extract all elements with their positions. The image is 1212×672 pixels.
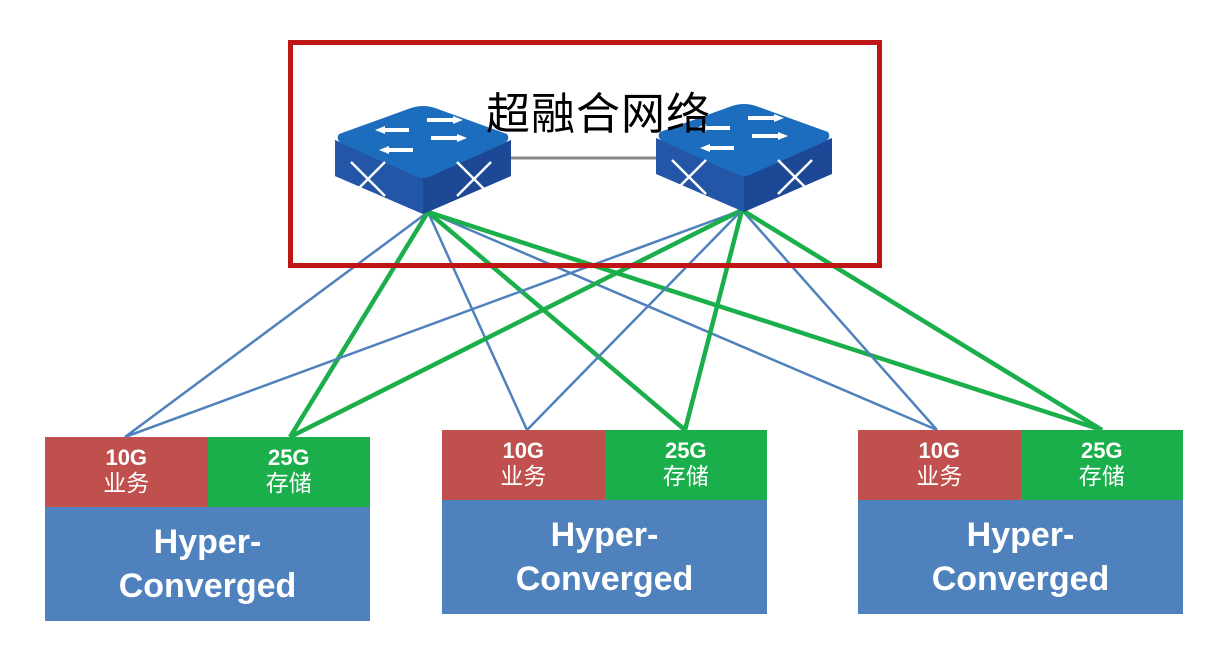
storage-speed: 25G — [664, 438, 707, 463]
storage-link-switch-1-node-2 — [426, 210, 687, 432]
service-port-block: 10G 业务 — [442, 430, 605, 500]
hyper-converged-node: 10G 业务 25G 存储 Hyper- Converged — [442, 430, 767, 614]
node-name-block: Hyper- Converged — [858, 500, 1183, 614]
service-label: 业务 — [103, 471, 150, 498]
storage-label: 存储 — [662, 464, 709, 491]
node-name-line1: Hyper- — [153, 522, 262, 561]
node-name-line2: Converged — [931, 560, 1110, 598]
service-link-switch-2-node-3 — [741, 209, 938, 431]
node-name-line2: Converged — [515, 560, 694, 598]
service-port-block: 10G 业务 — [858, 430, 1021, 500]
storage-speed: 25G — [1080, 438, 1123, 463]
node-name-line1: Hyper- — [550, 515, 659, 554]
service-link-switch-1-node-3 — [427, 210, 938, 432]
service-port-block: 10G 业务 — [45, 437, 208, 507]
storage-speed: 25G — [267, 445, 310, 470]
network-switch-icon — [335, 106, 511, 214]
service-link-switch-2-node-2 — [526, 209, 743, 431]
hyper-converged-network-frame — [288, 40, 882, 268]
storage-label: 存储 — [265, 471, 312, 498]
storage-link-switch-2-node-1 — [288, 207, 744, 440]
node-name-block: Hyper- Converged — [45, 507, 370, 621]
storage-port-block: 25G 存储 — [1020, 430, 1183, 500]
service-speed: 10G — [105, 445, 148, 470]
service-link-switch-2-node-1 — [124, 208, 743, 439]
storage-port-block: 25G 存储 — [207, 437, 370, 507]
diagram-title: 超融合网络 — [486, 89, 711, 140]
storage-link-switch-1-node-1 — [288, 210, 430, 439]
node-name-line2: Converged — [118, 567, 297, 605]
service-link-switch-1-node-1 — [124, 210, 429, 439]
service-label: 业务 — [500, 464, 547, 491]
hyper-converged-node: 10G 业务 25G 存储 Hyper- Converged — [858, 430, 1183, 614]
node-name-block: Hyper- Converged — [442, 500, 767, 614]
storage-link-switch-2-node-2 — [682, 209, 745, 431]
network-switch-icon — [656, 104, 832, 212]
service-speed: 10G — [918, 438, 961, 463]
storage-label: 存储 — [1078, 464, 1125, 491]
storage-link-switch-1-node-3 — [427, 209, 1103, 433]
service-link-switch-1-node-2 — [426, 211, 529, 431]
storage-link-switch-2-node-3 — [740, 208, 1104, 432]
storage-port-block: 25G 存储 — [604, 430, 767, 500]
service-label: 业务 — [916, 464, 963, 491]
hyper-converged-node: 10G 业务 25G 存储 Hyper- Converged — [45, 437, 370, 621]
node-name-line1: Hyper- — [966, 515, 1075, 554]
service-speed: 10G — [502, 438, 545, 463]
